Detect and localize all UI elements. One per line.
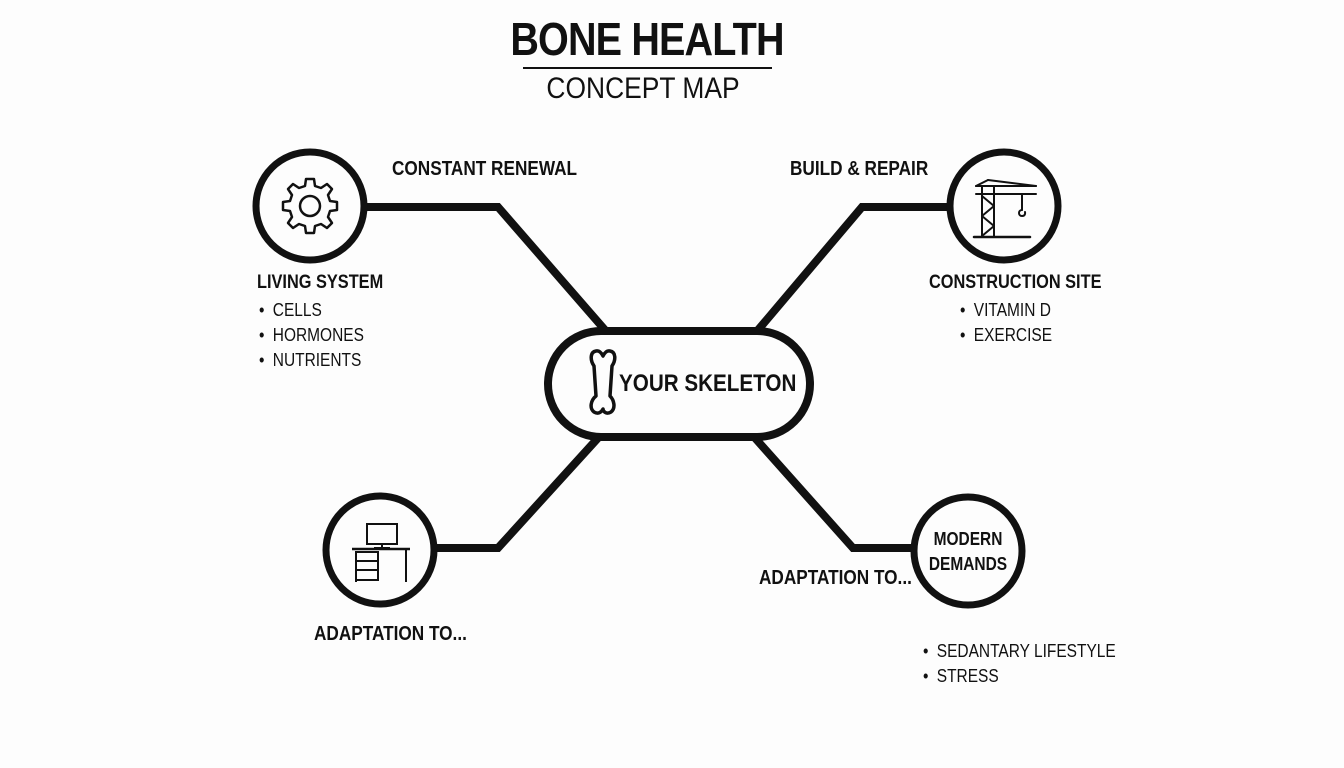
connector-top-left — [362, 203, 609, 333]
list-item: HORMONES — [259, 323, 364, 348]
connector-bottom-left — [432, 435, 601, 552]
center-label: YOUR SKELETON — [619, 370, 797, 397]
modern-demands-text: MODERN DEMANDS — [923, 527, 1012, 577]
branch-label-adaptation-right: ADAPTATION TO... — [759, 567, 912, 589]
list-item: EXERCISE — [960, 323, 1052, 348]
connector-bottom-right — [752, 435, 916, 552]
renewal-circle — [252, 148, 368, 264]
modern-demands-list: SEDANTARY LIFESTYLE STRESS — [923, 639, 1147, 689]
list-item: CELLS — [259, 298, 364, 323]
page-subtitle: CONCEPT MAP — [546, 72, 740, 105]
construction-site-list: VITAMIN D EXERCISE — [960, 298, 1067, 348]
heading-construction-site: CONSTRUCTION SITE — [929, 272, 1102, 293]
circle-text-line: DEMANDS — [928, 554, 1008, 574]
circle-text-line: MODERN — [933, 529, 1003, 549]
branch-label-build-repair: BUILD & REPAIR — [790, 158, 929, 180]
modern-demands-circle — [910, 493, 1026, 609]
build-circle — [946, 148, 1062, 264]
desk-computer-icon — [352, 523, 410, 582]
list-item: VITAMIN D — [960, 298, 1052, 323]
heading-living-system: LIVING SYSTEM — [257, 272, 384, 293]
page-title: BONE HEALTH — [510, 13, 784, 65]
connector-lines — [362, 203, 950, 552]
list-item: NUTRIENTS — [259, 348, 364, 373]
connector-top-right — [754, 203, 950, 333]
living-system-list: CELLS HORMONES NUTRIENTS — [259, 298, 381, 373]
list-item: STRESS — [923, 664, 1116, 689]
crane-icon — [972, 179, 1037, 239]
branch-label-adaptation-left: ADAPTATION TO... — [314, 623, 467, 645]
gear-icon — [281, 177, 339, 235]
branch-label-constant-renewal: CONSTANT RENEWAL — [392, 158, 578, 180]
list-item: SEDANTARY LIFESTYLE — [923, 639, 1116, 664]
bone-icon — [589, 349, 617, 415]
